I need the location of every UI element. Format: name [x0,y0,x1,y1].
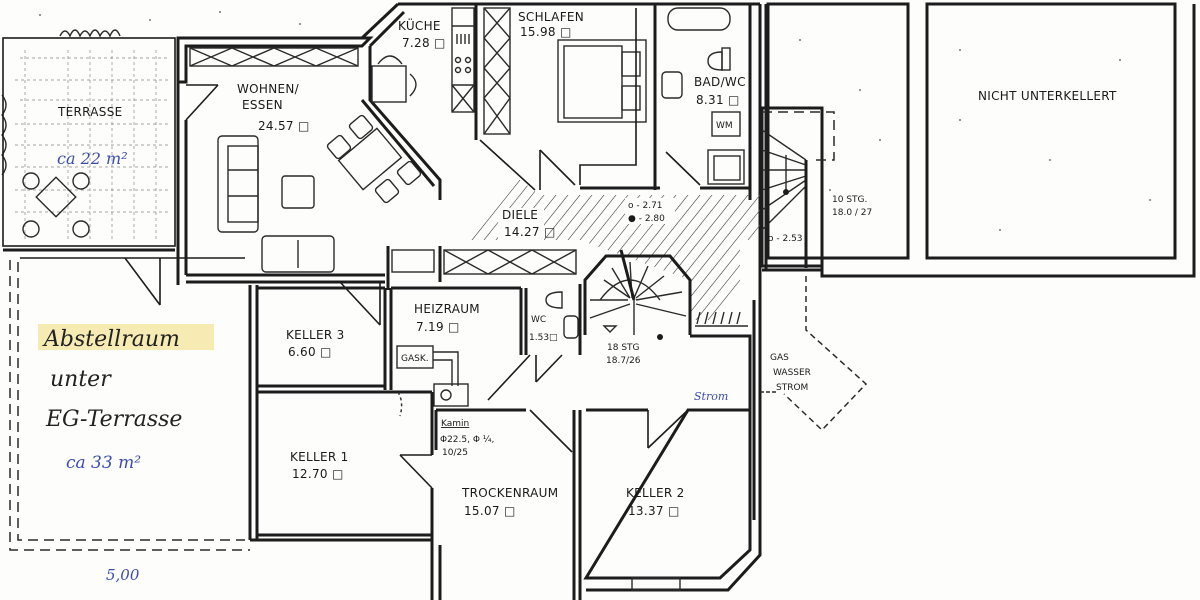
diele-label: DIELE [502,208,538,222]
level-mark-open: o - 2.71 [628,201,663,211]
wohnen-area: 24.57 □ [258,119,310,133]
bad-area: 8.31 □ [696,93,740,107]
trockenraum-area: 15.07 □ [464,504,516,518]
washing-machine-label: WM [716,121,733,131]
gask-label: GASK. [401,354,429,364]
terrasse-label: TERRASSE [57,105,123,119]
stair-main-steps: 18 STG [607,343,640,353]
room-keller-3: KELLER 3 6.60 □ [257,286,387,390]
room-bad-wc: WM BAD/WC 8.31 □ [661,4,752,200]
highlight-marker [38,324,214,350]
abstellraum-area: Abstellraum unter EG-Terrasse ca 33 m² 5… [9,257,250,584]
shrub-symbol [1,29,121,176]
tile-grid [15,50,168,240]
room-heizraum: GASK. HEIZRAUM 7.19 □ [389,286,523,407]
stair-10-steps: o - 2.53 10 STG. 18.0 / 27 [760,106,872,272]
stair-right-steps: 10 STG. [832,195,867,205]
abstellraum-label: Abstellraum [42,327,180,352]
room-keller-1: KELLER 1 12.70 □ [257,390,434,540]
utilities-strom: STROM [776,383,808,393]
kamin-spec-1: Φ22.5, Φ ¼, [440,435,494,445]
heizraum-area: 7.19 □ [416,320,460,334]
abstellraum-area-note: ca 33 m² [66,453,141,473]
terrasse-area-note: ca 22 m² [57,149,128,168]
kueche-label: KÜCHE [398,17,441,33]
paper-specks [39,11,1151,231]
heizraum-label: HEIZRAUM [414,302,480,316]
keller1-label: KELLER 1 [290,450,349,464]
utilities-wasser: WASSER [773,368,811,378]
wc-area: 1.53□ [529,333,558,343]
bad-label: BAD/WC [694,75,746,89]
sofa-icon [217,135,335,273]
room-wohnen-essen: WOHNEN/ ESSEN 24.57 □ [185,46,442,326]
stair-18-steps: 18 STG 18.7/26 Strom [487,249,752,410]
room-keller-2: KELLER 2 13.37 □ [583,408,762,592]
keller1-area: 12.70 □ [292,467,344,481]
terrasse-area: TERRASSE ca 22 m² [2,37,176,252]
kamin-spec-2: 10/25 [442,448,468,458]
patio-table-icon [22,172,90,238]
stair-right-ratio: 18.0 / 27 [832,208,872,218]
level-mark-filled: ● - 2.80 [628,214,665,224]
schlafen-label: SCHLAFEN [518,10,584,24]
trockenraum-label: TROCKENRAUM [461,486,558,500]
stair-right-level: o - 2.53 [768,234,803,244]
keller3-label: KELLER 3 [286,328,345,342]
strom-note: Strom [694,390,728,403]
room-schlafen: SCHLAFEN 15.98 □ [479,4,660,191]
railing-symbol [695,311,748,327]
keller3-area: 6.60 □ [288,345,332,359]
abstellraum-label-terrasse: EG-Terrasse [45,407,182,432]
wohnen-label-1: WOHNEN/ [237,82,300,96]
kamin-label: Kamin [441,419,469,429]
keller2-label: KELLER 2 [626,486,685,500]
utilities-gas: GAS [770,353,789,363]
diele-area: 14.27 □ [504,225,556,239]
abstellraum-label-unter: unter [50,367,112,392]
dimension-label: 5,00 [106,566,140,584]
room-nicht-unterkellert: NICHT UNTERKELLERT [766,2,1196,278]
nicht-unterkellert-label: NICHT UNTERKELLERT [978,89,1117,103]
utilities-entry: GAS WASSER STROM [760,276,868,432]
wc-label: WC [531,315,546,325]
bed-icon [557,39,647,123]
kueche-area: 7.28 □ [402,36,446,50]
keller2-area: 13.37 □ [628,504,680,518]
schlafen-area: 15.98 □ [520,25,572,39]
room-kueche: KÜCHE 7.28 □ [371,4,478,140]
outer-walls [176,2,768,600]
room-trockenraum: Kamin Φ22.5, Φ ¼, 10/25 TROCKENRAUM 15.0… [434,408,582,600]
dining-table-icon [326,114,422,204]
wohnen-label-2: ESSEN [242,98,283,112]
room-wc: WC 1.53□ [524,284,582,383]
stair-main-ratio: 18.7/26 [606,356,641,366]
